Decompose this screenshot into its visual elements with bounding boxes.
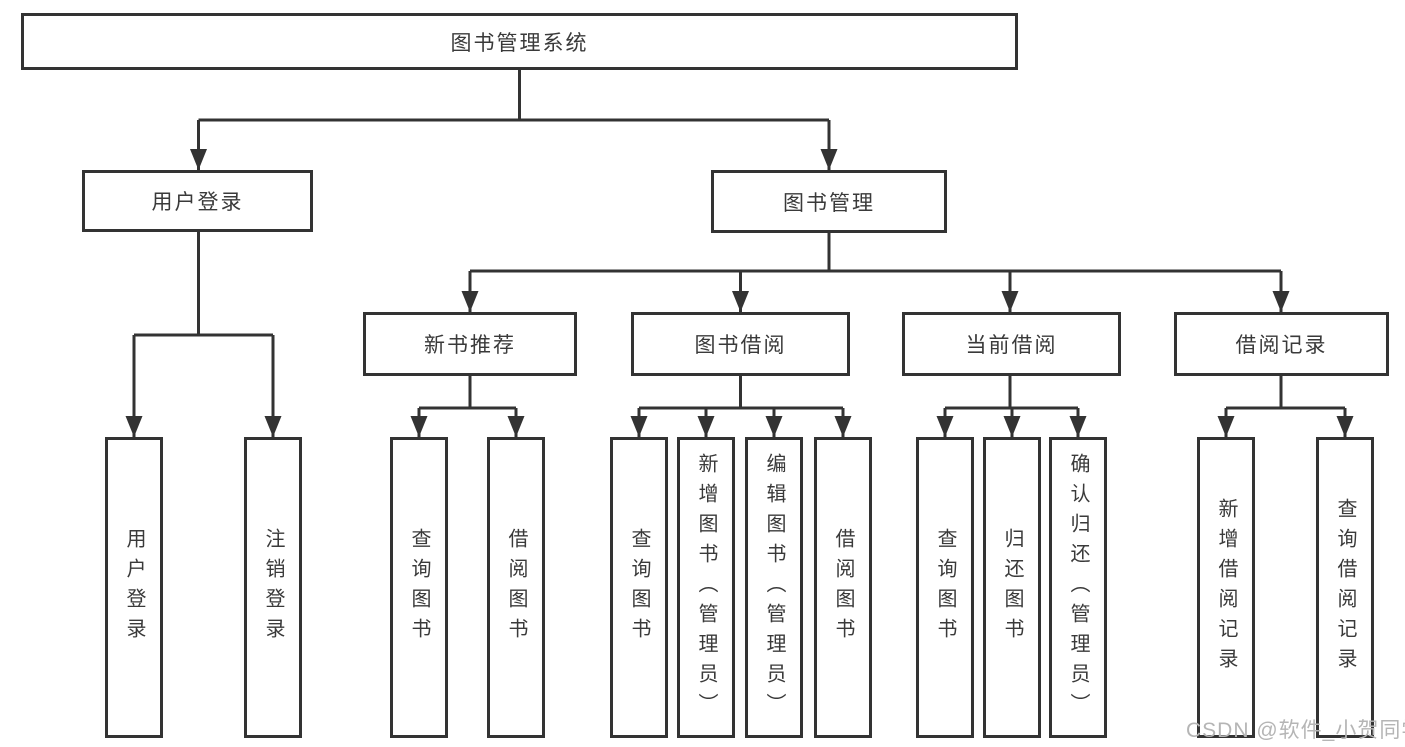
node-library-system: 图书管理系统	[21, 13, 1018, 70]
node-library-system-label: 图书管理系统	[450, 31, 589, 55]
node-new-book-recommend-label: 新书推荐	[424, 334, 516, 357]
leaf-add-book-admin: 新增图书（管理员）	[677, 437, 735, 738]
leaf-add-borrow-record-label: 新增借阅记录	[1215, 497, 1237, 678]
leaf-logout-label: 注销登录	[262, 527, 284, 648]
node-book-borrow-label: 图书借阅	[694, 334, 787, 357]
node-user-login: 用户登录	[82, 170, 313, 232]
leaf-query-book-current-label: 查询图书	[934, 527, 956, 648]
node-book-management-label: 图书管理	[783, 191, 875, 215]
leaf-edit-book-admin-label: 编辑图书（管理员）	[763, 452, 785, 723]
leaf-query-book-recommend: 查询图书	[390, 437, 448, 738]
leaf-add-borrow-record: 新增借阅记录	[1197, 437, 1255, 738]
leaf-query-book-current: 查询图书	[916, 437, 974, 738]
leaf-edit-book-admin: 编辑图书（管理员）	[745, 437, 803, 738]
leaf-user-login-label: 用户登录	[123, 527, 145, 648]
leaf-add-book-admin-label: 新增图书（管理员）	[695, 452, 717, 723]
leaf-query-borrow-record: 查询借阅记录	[1316, 437, 1374, 738]
leaf-borrow-book-recommend-label: 借阅图书	[505, 527, 527, 648]
node-book-management: 图书管理	[711, 170, 947, 233]
leaf-query-book-borrow-label: 查询图书	[628, 527, 650, 648]
csdn-watermark: CSDN @软件_小贺同学	[1186, 719, 1405, 742]
node-new-book-recommend: 新书推荐	[363, 312, 577, 376]
node-current-borrow: 当前借阅	[902, 312, 1121, 376]
leaf-confirm-return-admin-label: 确认归还（管理员）	[1067, 452, 1089, 723]
leaf-confirm-return-admin: 确认归还（管理员）	[1049, 437, 1107, 738]
leaf-query-book-recommend-label: 查询图书	[408, 527, 430, 648]
node-current-borrow-label: 当前借阅	[965, 334, 1058, 357]
leaf-borrow-book: 借阅图书	[814, 437, 872, 738]
leaf-return-book: 归还图书	[983, 437, 1041, 738]
leaf-query-book-borrow: 查询图书	[610, 437, 668, 738]
leaf-borrow-book-recommend: 借阅图书	[487, 437, 545, 738]
node-borrow-records: 借阅记录	[1174, 312, 1389, 376]
leaf-return-book-label: 归还图书	[1001, 527, 1023, 648]
leaf-user-login: 用户登录	[105, 437, 163, 738]
node-borrow-records-label: 借阅记录	[1235, 334, 1328, 357]
leaf-logout: 注销登录	[244, 437, 302, 738]
leaf-query-borrow-record-label: 查询借阅记录	[1334, 497, 1356, 678]
node-user-login-label: 用户登录	[151, 191, 244, 214]
node-book-borrow: 图书借阅	[631, 312, 850, 376]
leaf-borrow-book-label: 借阅图书	[832, 527, 854, 648]
